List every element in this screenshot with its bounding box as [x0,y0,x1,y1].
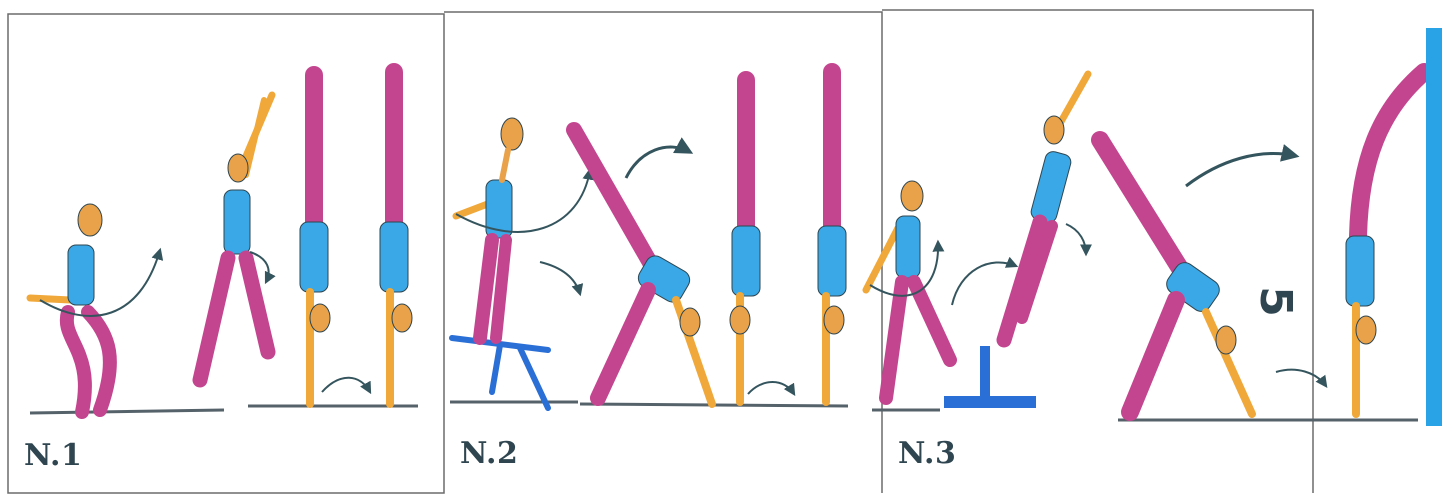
gymnast-figure [30,204,110,412]
curved-arrow-icon [626,147,690,178]
curved-arrow-icon [456,170,590,232]
curved-arrow-icon [1276,370,1326,386]
ground-line [30,410,224,413]
gymnast-figure [1100,140,1252,414]
gymnast-figure [818,72,846,402]
gymnast-figure [730,80,760,402]
curved-arrow-icon [952,262,1016,305]
panel-frames [8,10,1313,493]
gymnast-figure [200,95,272,380]
curved-arrow-icon [748,382,794,394]
panel-label-3: N.3 [898,436,956,471]
gymnast-figure [1346,72,1424,414]
wall-bar-icon [944,346,1036,408]
ground-lines [30,402,1418,420]
gymnast-figure [574,130,712,404]
panel-label-1: N.1 [24,438,82,473]
curved-arrow-icon [1186,154,1296,186]
gymnast-figure [300,75,330,404]
curved-arrow-icon [1066,224,1086,254]
gymnast-figure [1004,74,1088,340]
curved-arrow-icon [322,378,370,392]
curved-arrow-icon [40,250,160,316]
gymnast-figure [380,72,412,404]
step-number: 5 [1250,286,1301,317]
springboard-icon [452,338,548,408]
curved-arrow-icon [540,262,580,294]
panel-label-2: N.2 [460,436,518,471]
wall-icon [1426,28,1442,426]
